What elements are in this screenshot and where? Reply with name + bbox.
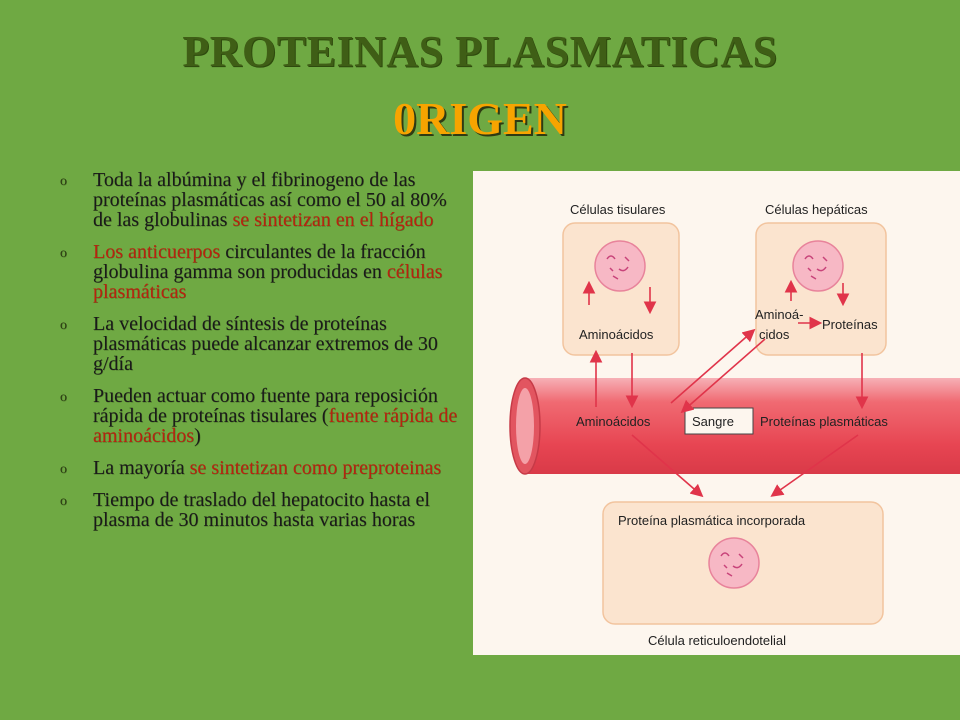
diagram-svg: Células tisulares Células hepáticas Amin…	[509, 202, 960, 648]
bullet-marker-icon: o	[60, 174, 67, 189]
bullet-item: o Toda la albúmina y el fibrinogeno de la…	[60, 170, 460, 230]
bullet-text: La mayoría	[93, 457, 190, 479]
label-liver-proteins: Proteínas	[822, 317, 878, 332]
arrow-blood-to-liver	[670, 328, 756, 404]
bullet-item: o La velocidad de síntesis de proteínas p…	[60, 314, 460, 374]
blood-label-box	[684, 407, 754, 435]
label-tissue-amino: Aminoácidos	[579, 327, 654, 342]
bullet-item: o Tiempo de traslado del hepatocito hasta…	[60, 490, 460, 530]
bullet-text: Tiempo de traslado del hepatocito hasta …	[93, 489, 430, 531]
hepatic-cell-icon	[792, 240, 844, 292]
label-reticulo: Célula reticuloendotelial	[648, 633, 786, 648]
label-blood-amino: Aminoácidos	[576, 414, 651, 429]
label-liver-amino-2: cidos	[759, 327, 790, 342]
bullet-marker-icon: o	[60, 462, 67, 477]
bullet-highlight-text: células plasmáticas	[93, 261, 443, 303]
label-plasma-proteins: Proteínas plasmáticas	[760, 414, 888, 429]
reticulo-cell-icon	[708, 537, 760, 589]
label-hepatic-cells: Células hepáticas	[765, 202, 868, 217]
tissue-cell-icon	[594, 240, 646, 292]
bullet-text: La velocidad de síntesis de proteínas pl…	[93, 313, 438, 375]
flow-arrows	[582, 279, 869, 498]
bullet-highlight-text: se sintetizan como preproteinas	[189, 457, 442, 479]
bullet-highlight-text: Los anticuerpos	[93, 241, 221, 263]
label-tissue-cells: Células tisulares	[570, 202, 666, 217]
bullet-marker-icon: o	[60, 494, 67, 509]
bullet-marker-icon: o	[60, 390, 67, 405]
bullet-text: )	[194, 425, 201, 447]
arrow-plasma-to-reticulo	[770, 434, 859, 497]
label-incorporated: Proteína plasmática incorporada	[618, 513, 806, 528]
protein-origin-diagram: Células tisulares Células hepáticas Amin…	[473, 171, 960, 655]
slide-subtitle: 0RIGEN	[393, 93, 567, 144]
arrow-liver-to-blood	[680, 338, 766, 414]
label-blood: Sangre	[692, 414, 734, 429]
blood-vessel	[509, 377, 960, 475]
bullet-item: o Pueden actuar como fuente para reposici…	[60, 386, 460, 446]
bullet-marker-icon: o	[60, 246, 67, 261]
label-liver-amino-1: Aminoá-	[755, 307, 803, 322]
bullet-text: circulantes de la fracción globulina gam…	[93, 241, 426, 283]
bullet-item: o La mayoría se sintetizan como preprotei…	[60, 458, 460, 478]
bullet-highlight-text: se sintetizan en el hígado	[232, 209, 434, 231]
bullet-text: Pueden actuar como fuente para reposició…	[93, 385, 438, 427]
bullet-marker-icon: o	[60, 318, 67, 333]
bullet-highlight-text: fuente rápida de aminoácidos	[93, 405, 458, 447]
bullet-item: o Los anticuerpos circulantes de la fracc…	[60, 242, 460, 302]
arrow-blood-to-reticulo	[631, 434, 704, 498]
bullet-list: o Toda la albúmina y el fibrinogeno de la…	[60, 170, 460, 542]
bullet-text: Toda la albúmina y el fibrinogeno de las…	[93, 169, 447, 231]
slide-title: PROTEINAS PLASMATICAS	[182, 27, 778, 76]
